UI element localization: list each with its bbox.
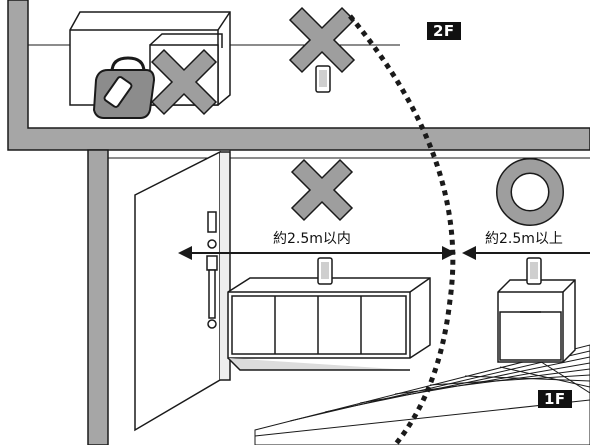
building-walls	[7, 0, 590, 445]
distance-within-label: 約2.5m以内	[272, 230, 352, 248]
wooden-floor	[254, 344, 590, 445]
handbag-icon	[92, 56, 156, 119]
floor-label-2f: 2F	[427, 22, 461, 40]
shoe-cabinet	[227, 277, 431, 371]
circle-mark-icon	[496, 158, 564, 226]
door-lock-icon	[207, 211, 217, 233]
upper-floor-slab	[7, 0, 590, 151]
floor-label-1f: 1F	[538, 390, 572, 408]
entrance-door	[134, 150, 231, 432]
side-cabinet	[497, 279, 576, 363]
smartphone-icon	[103, 76, 133, 108]
door-handle-icon	[208, 269, 216, 319]
cross-mark-icon	[290, 158, 354, 222]
distance-arrows	[178, 246, 590, 260]
range-boundary-arc	[348, 14, 456, 445]
lower-left-wall	[87, 149, 109, 445]
cross-mark-icon	[150, 48, 218, 116]
cross-mark-icon	[288, 6, 356, 74]
distance-beyond-label: 約2.5m以上	[484, 230, 564, 248]
